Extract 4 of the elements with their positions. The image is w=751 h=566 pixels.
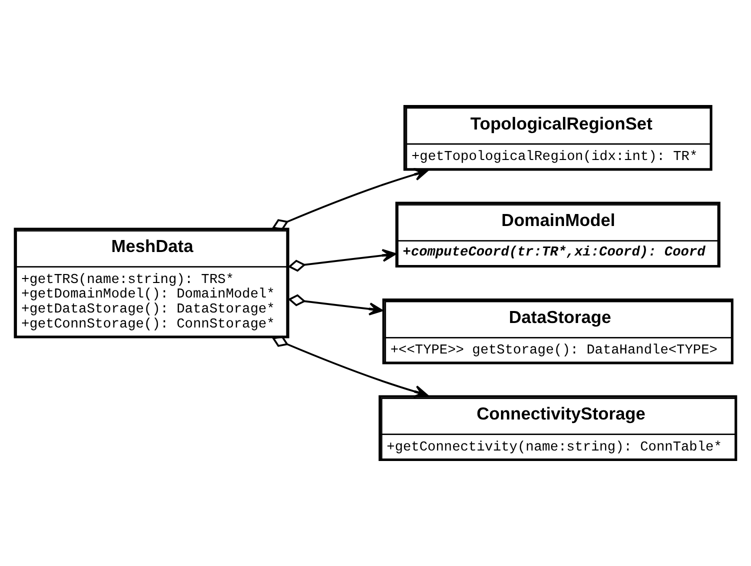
arrow [272,168,428,230]
arrow [288,294,384,316]
arrow [272,336,428,398]
arrow [288,248,396,272]
